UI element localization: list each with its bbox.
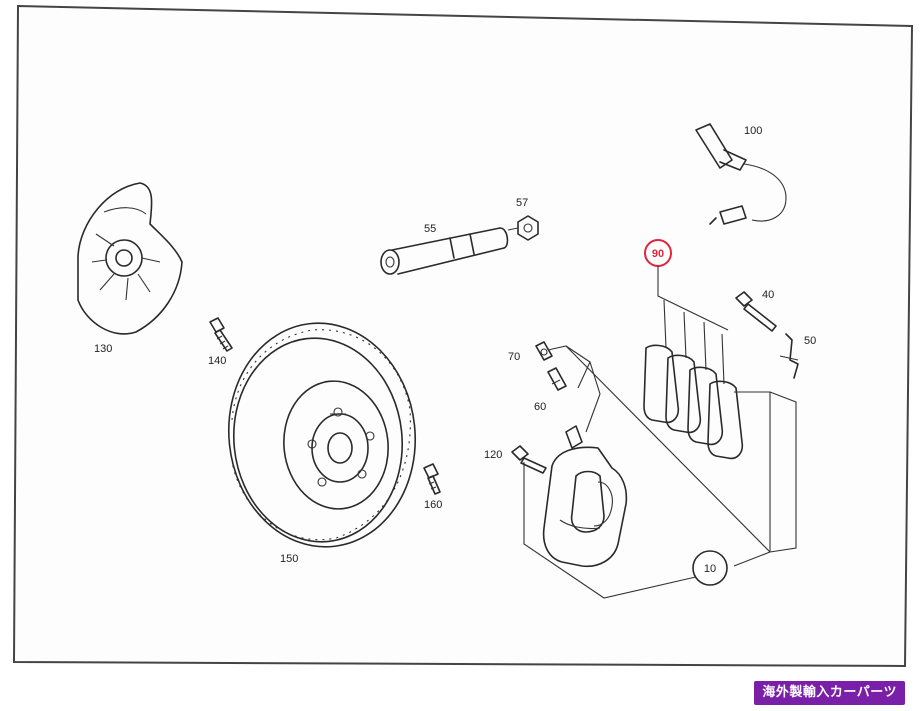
assembly-10-marker: 10 bbox=[692, 550, 728, 586]
label-150: 150 bbox=[280, 553, 298, 565]
label-160: 160 bbox=[424, 499, 442, 511]
label-100: 100 bbox=[744, 125, 762, 137]
label-57: 57 bbox=[516, 197, 528, 209]
label-40: 40 bbox=[762, 289, 774, 301]
label-10: 10 bbox=[704, 563, 716, 575]
bleeder-70-part bbox=[535, 341, 553, 361]
label-140: 140 bbox=[208, 355, 226, 367]
bolt-160-part bbox=[423, 463, 441, 495]
label-50: 50 bbox=[804, 335, 816, 347]
cap-60-part bbox=[547, 367, 567, 391]
bolt-120-part bbox=[511, 445, 547, 474]
label-60: 60 bbox=[534, 401, 546, 413]
wear-sensor-100-part bbox=[695, 123, 787, 225]
label-120: 120 bbox=[484, 449, 502, 461]
diagram-frame bbox=[12, 4, 914, 668]
dust-shield-part bbox=[77, 182, 183, 335]
label-130: 130 bbox=[94, 343, 112, 355]
bolt-40-part bbox=[735, 291, 777, 332]
pad-set-90-marker: 90 bbox=[644, 239, 729, 331]
label-90: 90 bbox=[652, 248, 664, 260]
brake-rotor-part bbox=[227, 322, 417, 548]
label-55: 55 bbox=[424, 223, 436, 235]
guide-pin-55-part bbox=[380, 227, 509, 275]
brake-pads-part bbox=[643, 299, 744, 460]
label-70: 70 bbox=[508, 351, 520, 363]
shop-watermark-badge: 海外製輸入カーパーツ bbox=[754, 681, 905, 705]
caliper-body-part bbox=[542, 425, 628, 568]
clip-50-part bbox=[779, 333, 799, 379]
cap-57-part bbox=[507, 215, 539, 241]
caliper-leader-lines bbox=[523, 345, 797, 599]
bolt-140-part bbox=[209, 317, 233, 352]
